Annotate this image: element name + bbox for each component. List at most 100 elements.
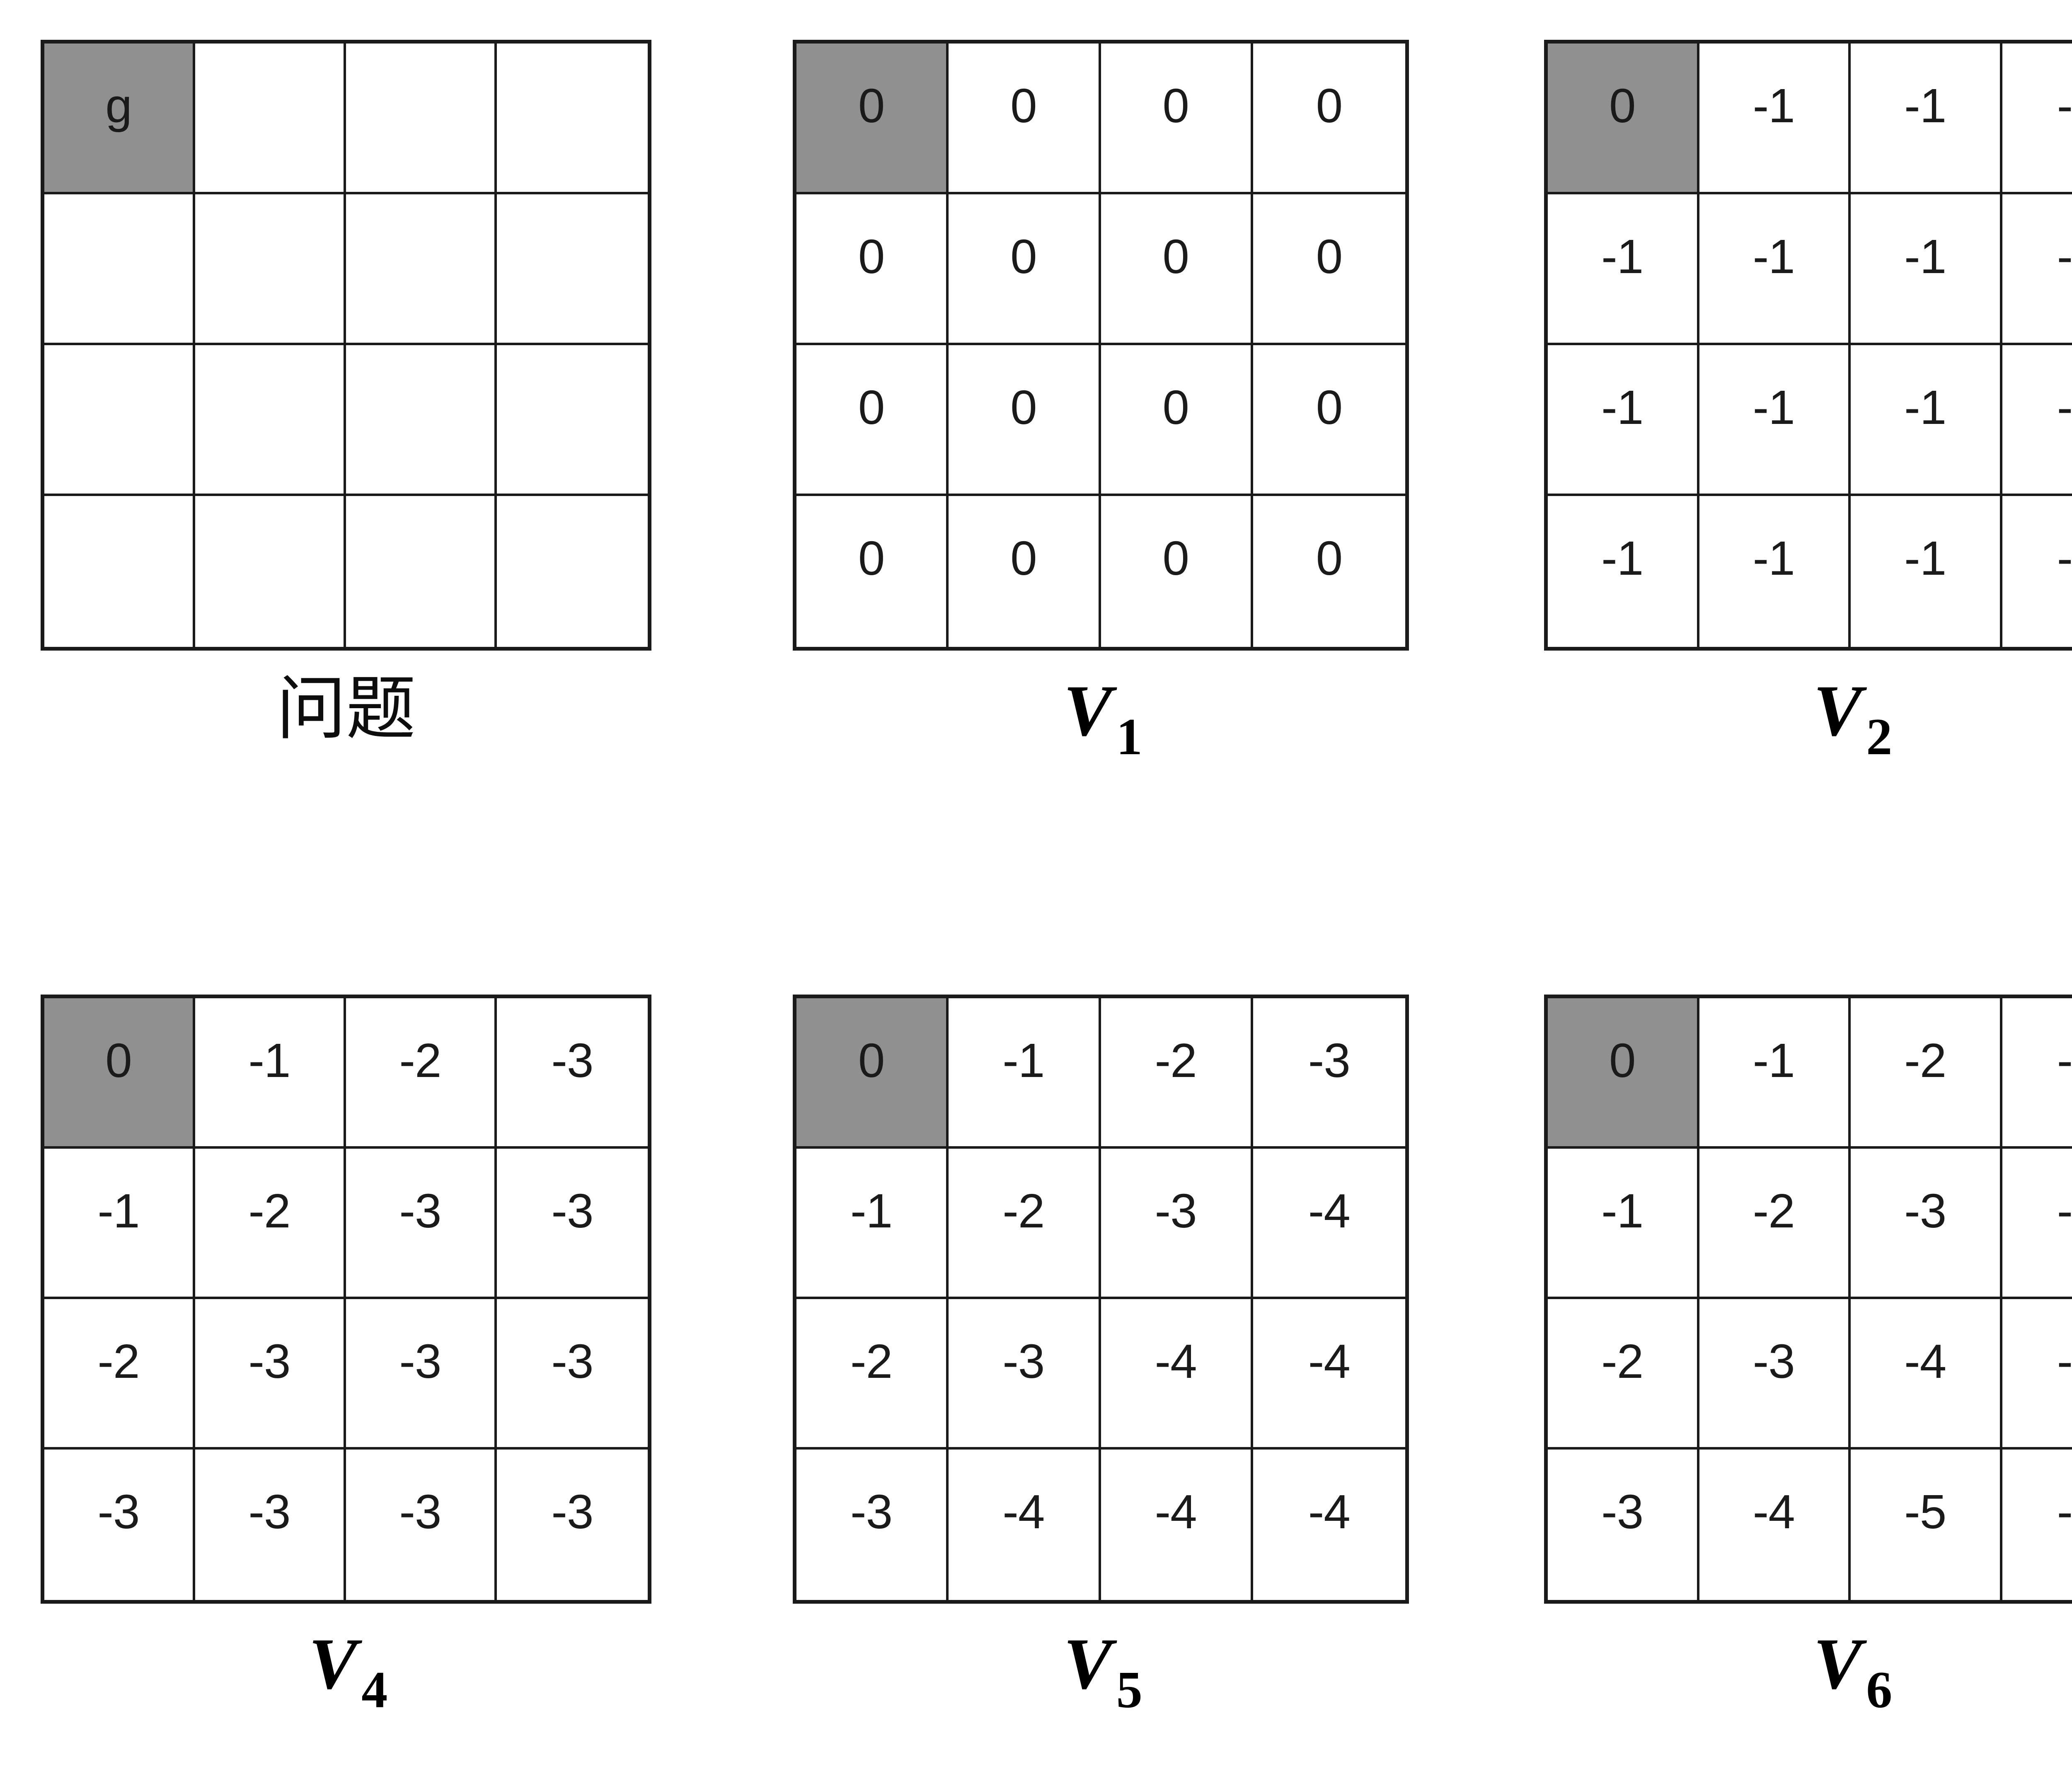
- grid-cell[interactable]: g: [44, 44, 195, 194]
- grid-cell[interactable]: -1: [2002, 194, 2072, 345]
- grid-cell[interactable]: [195, 44, 346, 194]
- grid-cell[interactable]: [497, 345, 648, 496]
- grid-cell[interactable]: -3: [796, 1450, 949, 1600]
- grid-cell[interactable]: -4: [1253, 1299, 1405, 1450]
- grid-cell[interactable]: [346, 194, 497, 345]
- grid-cell[interactable]: -4: [2002, 1149, 2072, 1299]
- grid-cell[interactable]: -3: [2002, 998, 2072, 1149]
- grid-cell[interactable]: [44, 496, 195, 647]
- grid-cell[interactable]: -3: [346, 1450, 497, 1600]
- grid-cell[interactable]: [44, 194, 195, 345]
- grid-cell[interactable]: 0: [44, 998, 195, 1149]
- grid-cell[interactable]: -3: [949, 1299, 1101, 1450]
- grid-cell[interactable]: -2: [44, 1299, 195, 1450]
- grid-cell[interactable]: -3: [195, 1450, 346, 1600]
- grid-cell[interactable]: -1: [1851, 194, 2002, 345]
- grid-cell[interactable]: 0: [1101, 194, 1253, 345]
- grid-cell[interactable]: 0: [1101, 345, 1253, 496]
- grid-cell[interactable]: 0: [796, 496, 949, 647]
- grid-cell[interactable]: -4: [1101, 1450, 1253, 1600]
- grid-cell[interactable]: [195, 194, 346, 345]
- grid-cell[interactable]: -2: [1851, 998, 2002, 1149]
- grid-cell[interactable]: -1: [1548, 496, 1699, 647]
- grid-cell[interactable]: 0: [949, 44, 1101, 194]
- grid-cell[interactable]: 0: [949, 345, 1101, 496]
- grid-cell[interactable]: -1: [195, 998, 346, 1149]
- grid-cell[interactable]: -3: [44, 1450, 195, 1600]
- grid-cell[interactable]: 0: [1548, 998, 1699, 1149]
- grid-cell[interactable]: -2: [346, 998, 497, 1149]
- grid-cell[interactable]: 0: [949, 496, 1101, 647]
- grid-cell[interactable]: -5: [2002, 1450, 2072, 1600]
- grid-cell[interactable]: -2: [796, 1299, 949, 1450]
- grid-cell[interactable]: -3: [497, 1299, 648, 1450]
- grid-cell[interactable]: -1: [44, 1149, 195, 1299]
- grid-cell[interactable]: -3: [1253, 998, 1405, 1149]
- grid-cell[interactable]: 0: [796, 194, 949, 345]
- grid-cell[interactable]: -2: [1699, 1149, 1851, 1299]
- grid-cell[interactable]: [44, 345, 195, 496]
- grid-cell[interactable]: [346, 345, 497, 496]
- cell-value: -1: [1002, 1033, 1045, 1087]
- grid-cell[interactable]: -2: [1101, 998, 1253, 1149]
- cell-value: -3: [1155, 1184, 1197, 1238]
- grid-cell[interactable]: [346, 496, 497, 647]
- grid-cell[interactable]: -3: [195, 1299, 346, 1450]
- grid-cell[interactable]: [195, 496, 346, 647]
- grid-cell[interactable]: -1: [1699, 998, 1851, 1149]
- grid-cell[interactable]: -1: [1699, 496, 1851, 647]
- grid-cell[interactable]: -1: [2002, 345, 2072, 496]
- grid-cell[interactable]: 0: [796, 44, 949, 194]
- grid-cell[interactable]: 0: [1548, 44, 1699, 194]
- grid-cell[interactable]: -3: [497, 998, 648, 1149]
- grid-cell[interactable]: -1: [949, 998, 1101, 1149]
- grid-cell[interactable]: 0: [1253, 194, 1405, 345]
- grid-cell[interactable]: -5: [1851, 1450, 2002, 1600]
- grid-cell[interactable]: [497, 194, 648, 345]
- grid-cell[interactable]: -1: [1851, 496, 2002, 647]
- grid-cell[interactable]: -3: [346, 1299, 497, 1450]
- grid-cell[interactable]: [195, 345, 346, 496]
- grid-cell[interactable]: -3: [497, 1149, 648, 1299]
- grid-cell[interactable]: -2: [1548, 1299, 1699, 1450]
- grid-cell[interactable]: -1: [2002, 44, 2072, 194]
- grid-cell[interactable]: -3: [346, 1149, 497, 1299]
- grid-cell[interactable]: -1: [1548, 194, 1699, 345]
- grid-cell[interactable]: -4: [949, 1450, 1101, 1600]
- cell-value: -4: [1155, 1334, 1197, 1388]
- grid-cell[interactable]: -3: [497, 1450, 648, 1600]
- grid-cell[interactable]: 0: [949, 194, 1101, 345]
- grid-cell[interactable]: -3: [1548, 1450, 1699, 1600]
- grid-cell[interactable]: -5: [2002, 1299, 2072, 1450]
- grid-cell[interactable]: -4: [1699, 1450, 1851, 1600]
- grid-cell[interactable]: -1: [796, 1149, 949, 1299]
- grid-cell[interactable]: 0: [796, 345, 949, 496]
- grid-cell[interactable]: 0: [1253, 44, 1405, 194]
- grid-cell[interactable]: -4: [1253, 1149, 1405, 1299]
- grid-cell[interactable]: 0: [796, 998, 949, 1149]
- cell-value: -3: [399, 1485, 441, 1539]
- grid-cell[interactable]: [346, 44, 497, 194]
- grid-cell[interactable]: -1: [1548, 1149, 1699, 1299]
- grid-cell[interactable]: -1: [1699, 345, 1851, 496]
- grid-cell[interactable]: 0: [1253, 345, 1405, 496]
- grid-cell[interactable]: -4: [1851, 1299, 2002, 1450]
- grid-cell[interactable]: -1: [1851, 345, 2002, 496]
- grid-cell[interactable]: -1: [1699, 194, 1851, 345]
- grid-cell[interactable]: -4: [1253, 1450, 1405, 1600]
- grid-cell[interactable]: -1: [1851, 44, 2002, 194]
- grid-cell[interactable]: -3: [1699, 1299, 1851, 1450]
- grid-cell[interactable]: -1: [2002, 496, 2072, 647]
- grid-cell[interactable]: -4: [1101, 1299, 1253, 1450]
- grid-cell[interactable]: -3: [1851, 1149, 2002, 1299]
- grid-cell[interactable]: [497, 44, 648, 194]
- grid-cell[interactable]: -1: [1699, 44, 1851, 194]
- grid-cell[interactable]: -2: [195, 1149, 346, 1299]
- grid-cell[interactable]: 0: [1253, 496, 1405, 647]
- grid-cell[interactable]: -3: [1101, 1149, 1253, 1299]
- grid-cell[interactable]: -2: [949, 1149, 1101, 1299]
- grid-cell[interactable]: 0: [1101, 44, 1253, 194]
- grid-cell[interactable]: [497, 496, 648, 647]
- grid-cell[interactable]: -1: [1548, 345, 1699, 496]
- grid-cell[interactable]: 0: [1101, 496, 1253, 647]
